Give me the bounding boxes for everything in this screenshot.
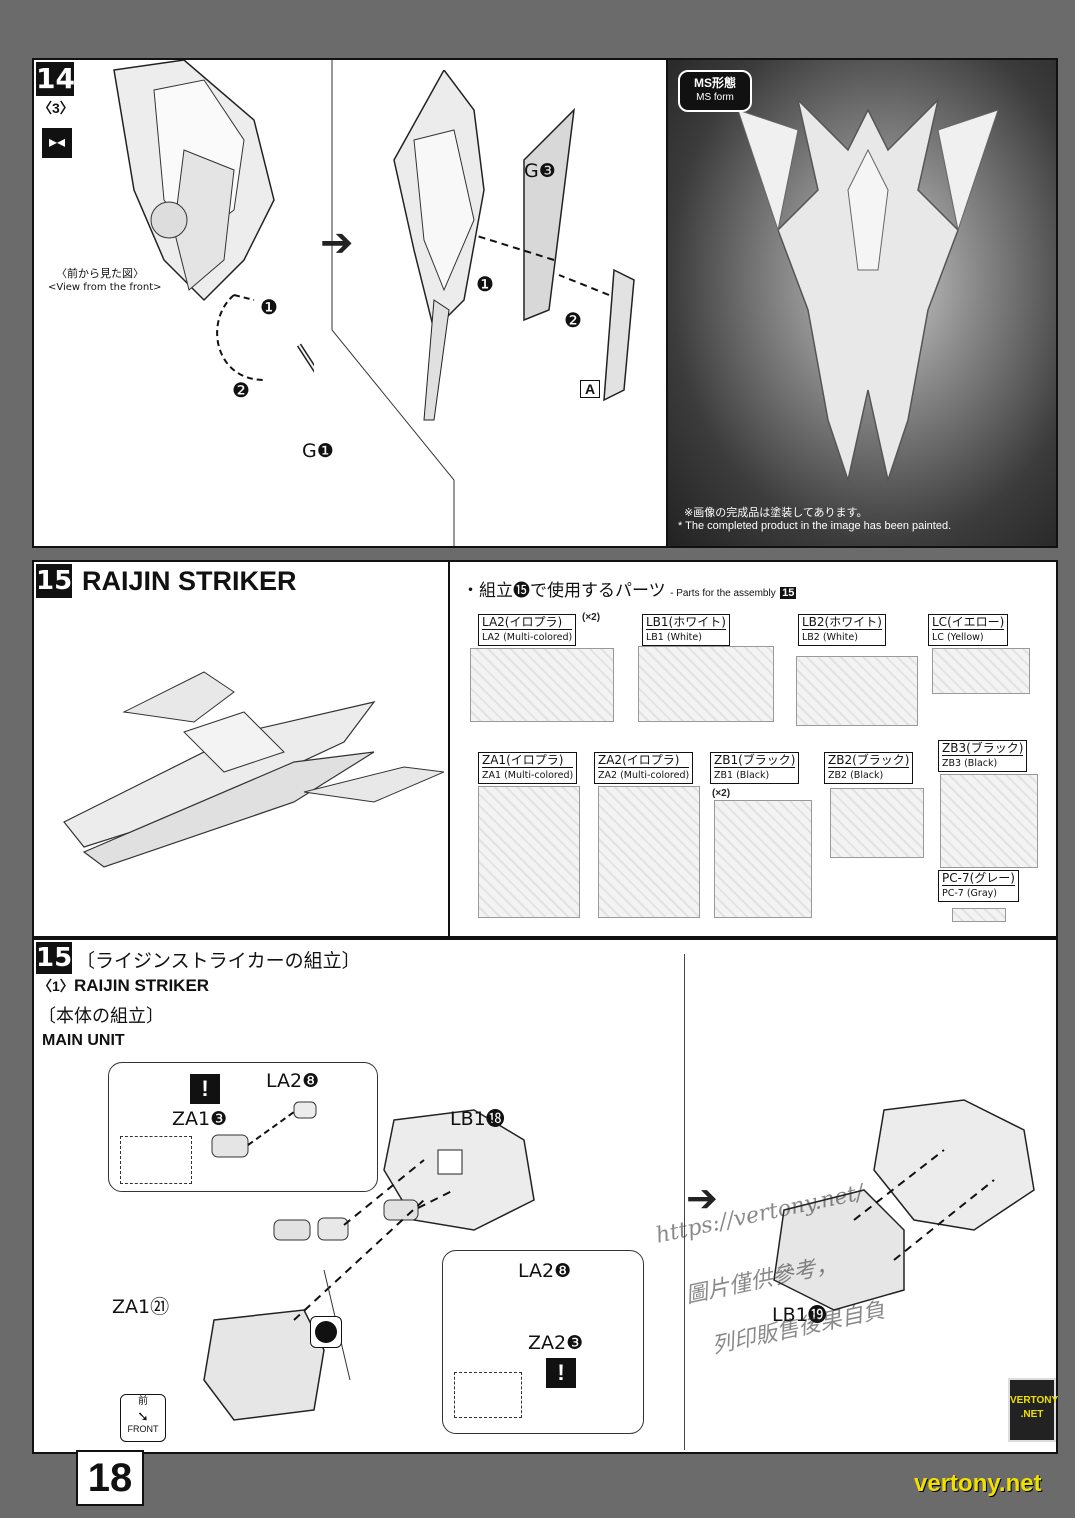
- warning-icon: !: [190, 1074, 220, 1104]
- ms-form-jp: MS形態: [693, 76, 736, 90]
- detail-inset-bottom: [454, 1372, 522, 1418]
- step-title-jp: 〔ライジンストライカーの組立〕: [76, 950, 361, 972]
- ms-form-photo: MS形態 MS form ※画像の完成品は塗装してあります。 * The com…: [668, 60, 1056, 546]
- ms-form-en: MS form: [696, 92, 734, 103]
- runner-lc: [932, 648, 1030, 694]
- part-label-a: A: [580, 380, 601, 398]
- leg-with-blade-drawing: [393, 70, 635, 421]
- front-jp: 前: [138, 1396, 148, 1407]
- mobile-suit-silhouette: [737, 97, 999, 483]
- runner-zb3: [940, 774, 1038, 868]
- warning-icon: !: [546, 1358, 576, 1388]
- step-number: 14: [36, 62, 75, 96]
- page-number: 18: [76, 1450, 144, 1506]
- runner-tag-la2: LA2(イロプラ)LA2 (Multi-colored): [478, 614, 577, 646]
- step-number: 15: [36, 942, 73, 974]
- parts-heading: ・組立⓯で使用するパーツ - Parts for the assembly 15: [462, 576, 797, 601]
- runner-tag-lb2: LB2(ホワイト)LB2 (White): [798, 614, 886, 646]
- runner-tag-zb2: ZB2(ブラック)ZB2 (Black): [824, 752, 914, 784]
- runner-tag-za2: ZA2(イロプラ)ZA2 (Multi-colored): [594, 752, 694, 784]
- hidden-part-icon: [310, 1316, 342, 1348]
- parts-heading-jp: ・組立⓯で使用するパーツ: [462, 581, 666, 601]
- detail-callout-top: [108, 1062, 378, 1192]
- main-unit-assembly-drawing: [203, 1101, 535, 1421]
- panel-divider: [684, 954, 685, 1450]
- label-la2-8-bottom: LA2❽: [518, 1260, 572, 1282]
- arrow-step-2b: ❷: [564, 308, 582, 332]
- runner-lb1: [638, 646, 774, 722]
- next-arrow-icon: ➔: [320, 221, 354, 265]
- label-za2-3: ZA2❸: [528, 1332, 584, 1354]
- step-title-en: RAIJIN STRIKER: [74, 976, 210, 995]
- painted-note-jp: ※画像の完成品は塗装してあります。: [684, 507, 868, 519]
- detail-inset-top: [120, 1136, 192, 1184]
- diagonal-guide: [331, 60, 455, 546]
- runner-tag-lb1: LB1(ホワイト)LB1 (White): [642, 614, 730, 646]
- runner-qty-la2: (×2): [582, 612, 601, 623]
- detail-callout-bottom: [442, 1250, 644, 1434]
- runner-tag-zb3: ZB3(ブラック)ZB3 (Black): [938, 740, 1028, 772]
- step14-panel: 14 〈3〉 ▸◂ 〈前から見た図〉 <View from the front>…: [32, 58, 1058, 548]
- vertony-logo: VERTONY .NET: [1008, 1378, 1059, 1442]
- substep-value: 1: [52, 978, 60, 994]
- assembled-main-unit-drawing: [773, 1099, 1035, 1311]
- runner-zb1: [714, 800, 812, 918]
- substep-number: 〈3〉: [38, 100, 74, 116]
- runner-la2: [470, 648, 614, 722]
- step-title: RAIJIN STRIKER: [82, 566, 297, 596]
- panel-divider: [448, 562, 450, 936]
- runner-za1: [478, 786, 580, 918]
- section-title-jp: 〔本体の組立〕: [38, 1006, 164, 1027]
- footer-site-label: vertony.net: [914, 1470, 1042, 1497]
- step15-panel: 15 RAIJIN STRIKER ・組立⓯で使用するパーツ - Parts f…: [32, 560, 1058, 938]
- section-title-en: MAIN UNIT: [42, 1032, 125, 1049]
- arrow-step-2: ❷: [232, 378, 250, 402]
- symmetry-icon: ▸◂: [42, 128, 72, 158]
- front-view-label-en: <View from the front>: [48, 282, 162, 293]
- hidden-part-dot: [315, 1321, 337, 1343]
- part-label-g3: G❸: [524, 160, 556, 182]
- runner-pc7: [952, 908, 1006, 922]
- logo-text: VERTONY .NET: [1010, 1395, 1059, 1420]
- runner-tag-zb1: ZB1(ブラック)ZB1 (Black): [710, 752, 800, 784]
- label-za1-21: ZA1㉑: [112, 1296, 170, 1318]
- runner-tag-za1: ZA1(イロプラ)ZA1 (Multi-colored): [478, 752, 578, 784]
- step-number: 15: [36, 564, 73, 598]
- runner-za2: [598, 786, 700, 918]
- substep-number: 〈1〉: [38, 978, 74, 994]
- substep-value: 3: [52, 100, 60, 116]
- label-lb1-19: LB1⓳: [772, 1304, 827, 1326]
- front-view-label-jp: 〈前から見た図〉: [56, 267, 144, 280]
- part-label-g1: G❶: [302, 440, 334, 462]
- runner-zb2: [830, 788, 924, 858]
- parts-heading-num: 15: [780, 587, 797, 599]
- ms-form-badge: MS形態 MS form: [678, 70, 752, 112]
- arrow-step-1: ❶: [260, 295, 278, 319]
- painted-note-en: * The completed product in the image has…: [678, 520, 952, 532]
- label-za1-3: ZA1❸: [172, 1108, 228, 1130]
- label-la2-8-top: LA2❽: [266, 1070, 320, 1092]
- arrow-step-1b: ❶: [476, 272, 494, 296]
- runner-tag-lc: LC(イエロー)LC (Yellow): [928, 614, 1009, 646]
- runner-lb2: [796, 656, 918, 726]
- panel-divider: [666, 60, 668, 546]
- parts-heading-en: - Parts for the assembly: [670, 588, 776, 599]
- step15-1-panel: 15 〔ライジンストライカーの組立〕 〈1〉 RAIJIN STRIKER 〔本…: [32, 938, 1058, 1454]
- runner-qty-zb1: (×2): [712, 788, 731, 799]
- front-arrow-icon: ➘: [137, 1408, 149, 1424]
- raijin-striker-drawing: [63, 671, 444, 868]
- front-en: FRONT: [127, 1424, 159, 1434]
- runner-tag-pc7: PC-7(グレー)PC-7 (Gray): [938, 870, 1019, 902]
- next-arrow-icon: ➔: [686, 1178, 718, 1220]
- front-indicator: 前 ➘ FRONT: [120, 1394, 166, 1442]
- label-lb1-18: LB1⓲: [450, 1108, 505, 1130]
- leg-armor-drawing: [113, 60, 314, 381]
